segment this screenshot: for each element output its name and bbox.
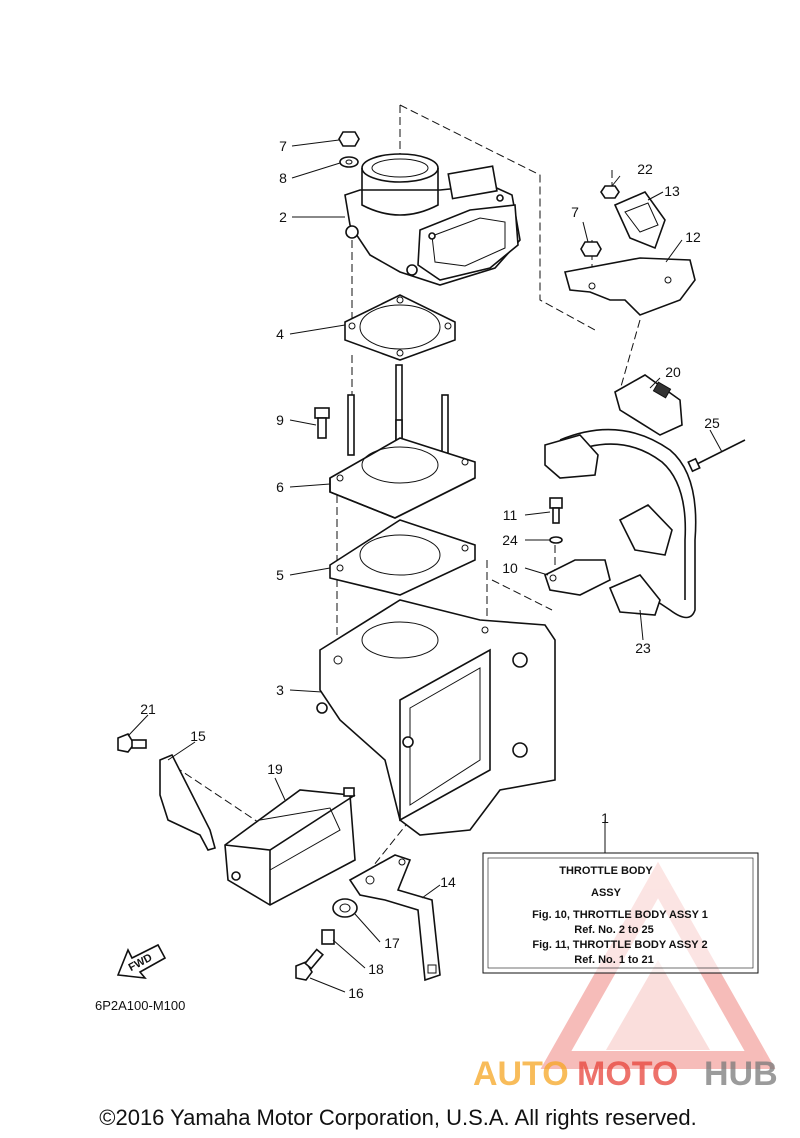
- part-spacer: [329, 437, 476, 519]
- watermark-part3: HUB: [704, 1055, 778, 1093]
- callout-11: 11: [503, 507, 518, 523]
- callout-18: 18: [368, 961, 384, 977]
- callout-14: 14: [440, 874, 456, 890]
- part-washer: [339, 156, 359, 168]
- callout-4: 4: [276, 326, 284, 342]
- info-box: THROTTLE BODY ASSY Fig. 10, THROTTLE BOD…: [482, 852, 759, 974]
- copyright-text: ©2016 Yamaha Motor Corporation, U.S.A. A…: [99, 1105, 696, 1130]
- callout-7-right: 7: [571, 204, 579, 220]
- watermark-part1: AUTO: [473, 1055, 569, 1093]
- part-nut-right: [580, 241, 602, 257]
- part-bracket-12: [563, 257, 696, 316]
- info-box-line4: Ref. No. 2 to 25: [574, 924, 653, 936]
- part-throttle-body: [344, 153, 521, 286]
- callout-6: 6: [276, 479, 284, 495]
- watermark-part2: MOTO: [577, 1055, 678, 1093]
- callout-24: 24: [502, 532, 518, 548]
- part-bolt-21: [117, 733, 147, 753]
- callout-10: 10: [502, 560, 518, 576]
- info-box-line3: Fig. 10, THROTTLE BODY ASSY 1: [532, 909, 708, 921]
- callout-1: 1: [601, 810, 609, 826]
- callout-20: 20: [665, 364, 681, 380]
- info-box-line6: Ref. No. 1 to 21: [574, 954, 653, 966]
- part-connector-23: [608, 574, 661, 616]
- callout-17: 17: [384, 935, 400, 951]
- callout-16: 16: [348, 985, 364, 1001]
- fwd-arrow-icon: FWD: [116, 943, 167, 980]
- part-bracket-15: [159, 753, 216, 851]
- callout-3: 3: [276, 682, 284, 698]
- info-box-line1: THROTTLE BODY: [559, 865, 653, 877]
- callout-19: 19: [267, 761, 283, 777]
- part-nut-small: [600, 185, 620, 199]
- part-bolt-11: [549, 497, 563, 524]
- diagram-code: 6P2A100-M100: [95, 998, 185, 1013]
- part-wire-harness: [544, 428, 697, 619]
- part-washer-24: [549, 536, 563, 544]
- info-box-line2: ASSY: [591, 887, 622, 899]
- part-nut: [338, 131, 360, 147]
- callout-25: 25: [704, 415, 720, 431]
- part-filter-box: [224, 787, 356, 906]
- part-bracket-14: [348, 854, 441, 982]
- part-collar: [321, 929, 335, 945]
- part-gasket-lower: [329, 519, 476, 596]
- part-sensor-20: [614, 374, 683, 436]
- callout-15: 15: [190, 728, 206, 744]
- info-box-line5: Fig. 11, THROTTLE BODY ASSY 2: [532, 939, 707, 951]
- callout-22: 22: [637, 161, 653, 177]
- leader-lines: [127, 139, 723, 993]
- callout-9: 9: [276, 412, 284, 428]
- part-cable-tie: [687, 439, 746, 473]
- part-bolt-16: [295, 948, 324, 981]
- callout-5: 5: [276, 567, 284, 583]
- callout-8: 8: [279, 170, 287, 186]
- part-sensor-10: [544, 559, 611, 596]
- part-gasket-upper: [344, 294, 456, 361]
- part-grommet: [332, 898, 358, 918]
- part-intake-manifold: [316, 599, 556, 836]
- part-bolt: [314, 407, 330, 439]
- callout-2: 2: [279, 209, 287, 225]
- watermark-text: AUTO MOTO HUB: [473, 1055, 778, 1093]
- part-clamp: [613, 191, 666, 250]
- callout-21: 21: [140, 701, 156, 717]
- callout-23: 23: [635, 640, 651, 656]
- callout-12: 12: [685, 229, 701, 245]
- callout-labels: 7 8 2 4 9 6 5 3 7 22 13 12 20 25 11 24 1…: [140, 138, 720, 1001]
- callout-7-top: 7: [279, 138, 287, 154]
- callout-13: 13: [664, 183, 680, 199]
